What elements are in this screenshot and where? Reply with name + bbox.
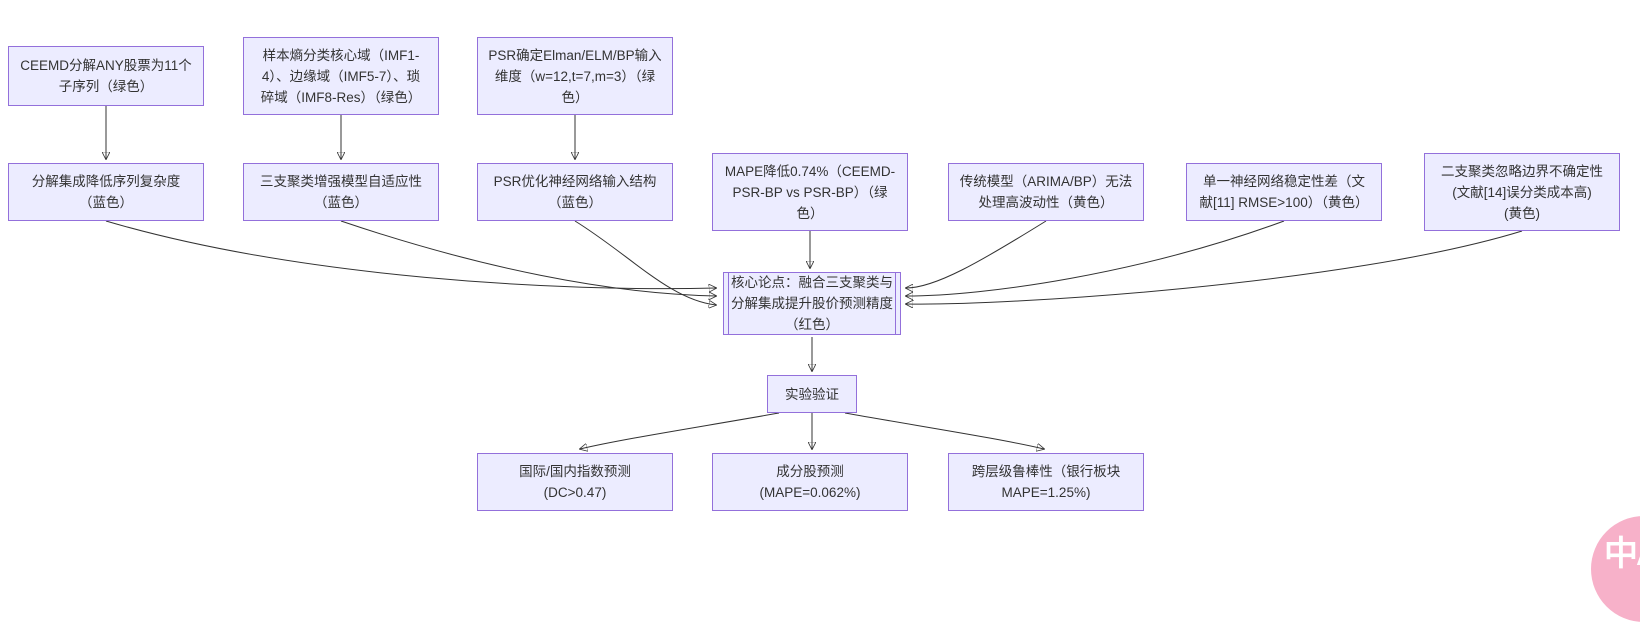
node-three-way: 三支聚类增强模型自适应性 （蓝色） (243, 163, 439, 221)
edge-traditional-core (906, 220, 1047, 288)
edge-threeway-core (340, 220, 716, 296)
node-decomp: 分解集成降低序列复杂度 （蓝色） (8, 163, 204, 221)
node-psr-input-label: PSR确定Elman/ELM/BP输入 维度（w=12,t=7,m=3）（绿 色… (488, 47, 662, 105)
node-component-pred-label: 成分股预测 (MAPE=0.062%) (759, 464, 861, 500)
node-ceemd-label: CEEMD分解ANY股票为11个 子序列（绿色） (20, 58, 192, 94)
edge-experiment-robustness (844, 412, 1044, 449)
node-index-pred: 国际/国内指数预测 (DC>0.47) (477, 453, 673, 511)
edge-decomp-core (105, 220, 716, 289)
node-psr-input: PSR确定Elman/ELM/BP输入 维度（w=12,t=7,m=3）（绿 色… (477, 37, 673, 115)
node-ceemd: CEEMD分解ANY股票为11个 子序列（绿色） (8, 46, 204, 106)
node-core-thesis: 核心论点：融合三支聚类与 分解集成提升股价预测精度 （红色） (723, 272, 901, 335)
edge-experiment-indexpred (580, 412, 780, 449)
node-psr-opt-label: PSR优化神经网络输入结构 （蓝色） (493, 174, 657, 210)
node-psr-opt: PSR优化神经网络输入结构 （蓝色） (477, 163, 673, 221)
node-single-nn: 单一神经网络稳定性差（文 献[11] RMSE>100）（黄色） (1186, 163, 1382, 221)
edge-singlenn-core (906, 220, 1285, 296)
node-three-way-label: 三支聚类增强模型自适应性 （蓝色） (260, 174, 422, 210)
node-mape-label: MAPE降低0.74%（CEEMD- PSR-BP vs PSR-BP）（绿 色… (724, 163, 896, 221)
node-core-thesis-label: 核心论点：融合三支聚类与 分解集成提升股价预测精度 （红色） (731, 275, 893, 332)
node-single-nn-label: 单一神经网络稳定性差（文 献[11] RMSE>100）（黄色） (1199, 174, 1369, 210)
node-experiment-label: 实验验证 (785, 386, 839, 402)
node-decomp-label: 分解集成降低序列复杂度 （蓝色） (31, 174, 181, 210)
node-experiment: 实验验证 (767, 375, 857, 413)
node-traditional-label: 传统模型（ARIMA/BP）无法 处理高波动性（黄色） (959, 174, 1133, 210)
node-component-pred: 成分股预测 (MAPE=0.062%) (712, 453, 908, 511)
node-sample-entropy-label: 样本熵分类核心域（IMF1- 4）、边缘域（IMF5-7）、琐 碎域（IMF8-… (260, 47, 422, 105)
translate-icon: 中A (1604, 535, 1640, 573)
node-sample-entropy: 样本熵分类核心域（IMF1- 4）、边缘域（IMF5-7）、琐 碎域（IMF8-… (243, 37, 439, 115)
diagram-canvas: CEEMD分解ANY股票为11个 子序列（绿色） 样本熵分类核心域（IMF1- … (0, 37, 1640, 622)
node-two-way: 二支聚类忽略边界不确定性 (文献[14]误分类成本高) (黄色) (1424, 153, 1620, 231)
edge-psropt-core (574, 220, 716, 305)
node-two-way-label: 二支聚类忽略边界不确定性 (文献[14]误分类成本高) (黄色) (1441, 163, 1603, 221)
node-robustness: 跨层级鲁棒性（银行板块 MAPE=1.25%) (948, 453, 1144, 511)
node-index-pred-label: 国际/国内指数预测 (DC>0.47) (519, 464, 631, 500)
node-traditional: 传统模型（ARIMA/BP）无法 处理高波动性（黄色） (948, 163, 1144, 221)
node-robustness-label: 跨层级鲁棒性（银行板块 MAPE=1.25%) (971, 464, 1121, 500)
edges-layer (0, 106, 1523, 574)
node-mape: MAPE降低0.74%（CEEMD- PSR-BP vs PSR-BP）（绿 色… (712, 153, 908, 231)
edge-twoway-core (906, 230, 1523, 304)
